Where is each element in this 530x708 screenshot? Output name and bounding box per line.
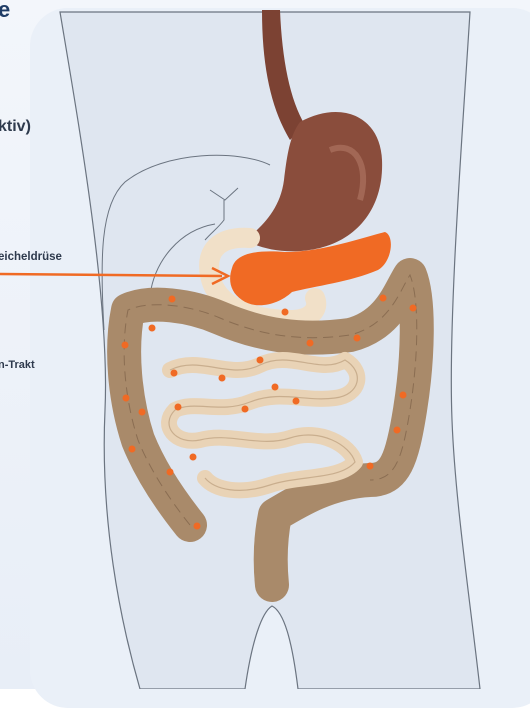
marker-dot <box>293 398 300 405</box>
marker-dot <box>167 469 174 476</box>
marker-dot <box>394 427 401 434</box>
page-title: e <box>0 0 10 23</box>
label-tract: n-Trakt <box>0 359 35 371</box>
marker-dot <box>272 384 279 391</box>
marker-dot <box>175 404 182 411</box>
marker-dot <box>139 409 146 416</box>
marker-dot <box>242 406 249 413</box>
section-subtitle: ktiv) <box>0 118 31 136</box>
marker-dot <box>190 454 197 461</box>
marker-dot <box>149 325 156 332</box>
marker-dot <box>354 335 361 342</box>
marker-dot <box>307 340 314 347</box>
marker-dot <box>123 395 130 402</box>
marker-dot <box>122 342 129 349</box>
marker-dot <box>219 375 226 382</box>
marker-dot <box>257 357 264 364</box>
marker-dot <box>282 309 289 316</box>
marker-dot <box>194 523 201 530</box>
marker-dot <box>410 305 417 312</box>
digestive-system-illustration <box>0 0 530 689</box>
marker-dot <box>400 392 407 399</box>
marker-dot <box>171 370 178 377</box>
marker-dot <box>367 463 374 470</box>
marker-dot <box>169 296 176 303</box>
marker-dot <box>380 295 387 302</box>
marker-dot <box>129 446 136 453</box>
label-pancreas: eicheldrüse <box>0 251 62 263</box>
